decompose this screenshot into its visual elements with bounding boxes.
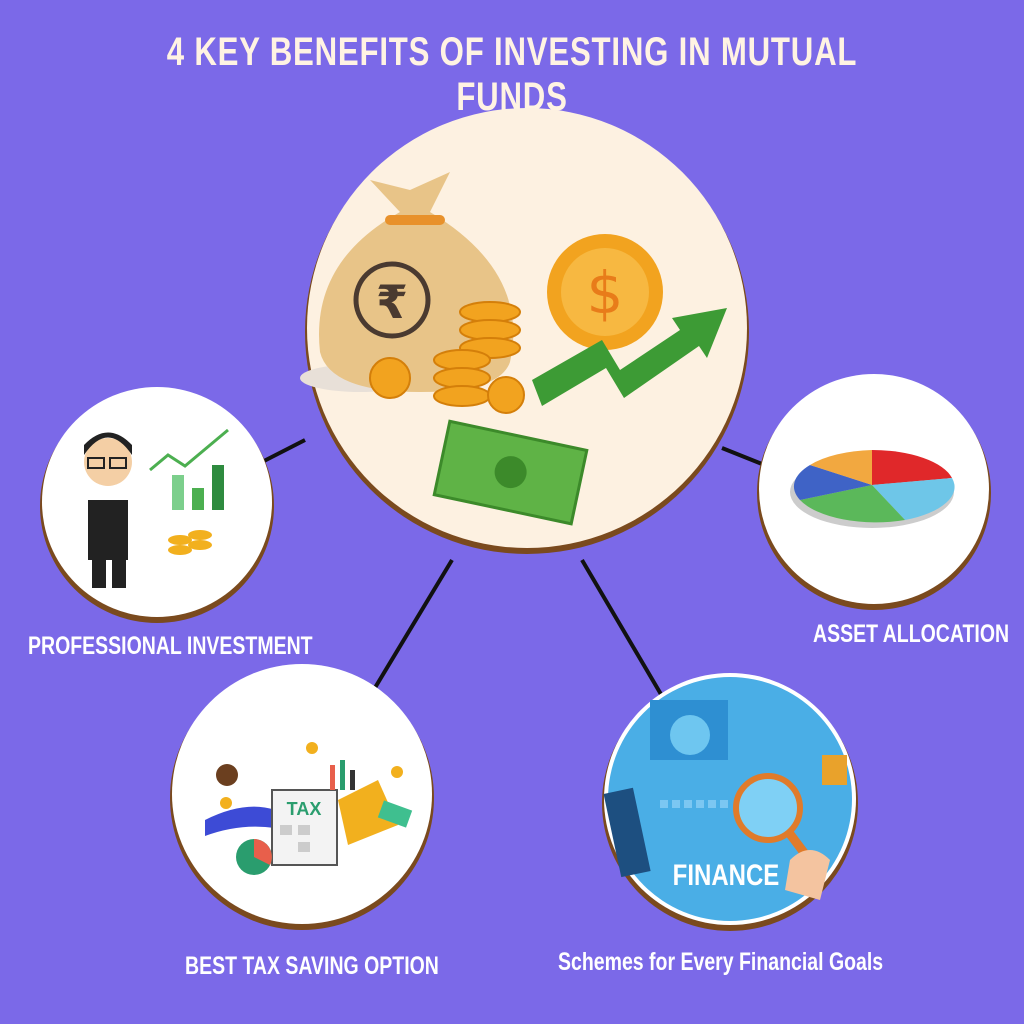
connector-line (721, 446, 763, 466)
businessman-chart-icon (40, 387, 274, 623)
connector-line (580, 558, 664, 698)
benefit-label-schemes-financial-goals: Schemes for Every Financial Goals (558, 948, 884, 976)
tax-document-icon: TAX (170, 664, 434, 930)
pie-chart-icon (757, 374, 991, 610)
benefit-label-best-tax-saving-option: BEST TAX SAVING OPTION (185, 952, 439, 980)
svg-text:$: $ (587, 259, 624, 327)
connector-line (261, 438, 306, 464)
tax-image-text: TAX (287, 799, 322, 819)
finance-image-text: FINANCE (673, 857, 780, 891)
svg-text:₹: ₹ (376, 275, 408, 329)
connector-lines (261, 438, 763, 698)
money-bag-growth-icon: ₹ $ (300, 108, 749, 554)
connector-line (368, 558, 454, 698)
page-title: 4 KEY BENEFITS OF INVESTING IN MUTUAL FU… (166, 30, 858, 119)
finance-magnifier-icon: FINANCE (602, 673, 858, 931)
benefit-label-professional-investment: PROFESSIONAL INVESTMENT (28, 632, 313, 660)
benefit-label-asset-allocation: ASSET ALLOCATION (813, 620, 1010, 648)
